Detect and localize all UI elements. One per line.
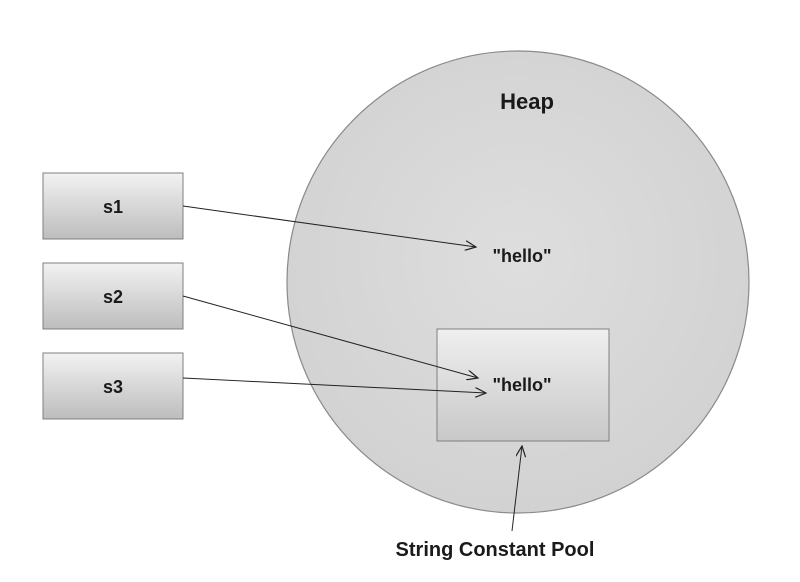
- pool-string-value: "hello": [492, 375, 551, 395]
- variable-box-s2: [42, 262, 184, 330]
- variable-box-s3: [42, 352, 184, 420]
- string-constant-pool-caption: String Constant Pool: [396, 539, 595, 561]
- string-constant-pool-box: [436, 328, 610, 442]
- heap-circle: [286, 50, 750, 514]
- heap-title: Heap: [500, 89, 554, 114]
- heap-string-value: "hello": [492, 246, 551, 266]
- variable-label-s3: s3: [103, 377, 123, 397]
- arrow-s3-to-pool: [182, 377, 486, 393]
- variable-label-s1: s1: [103, 197, 123, 217]
- variable-label-s2: s2: [103, 287, 123, 307]
- arrow-s1-to-heap: [182, 205, 476, 247]
- variable-box-s1: [42, 172, 184, 240]
- arrow-caption-to-pool: [511, 446, 522, 532]
- arrow-s2-to-pool: [182, 295, 478, 378]
